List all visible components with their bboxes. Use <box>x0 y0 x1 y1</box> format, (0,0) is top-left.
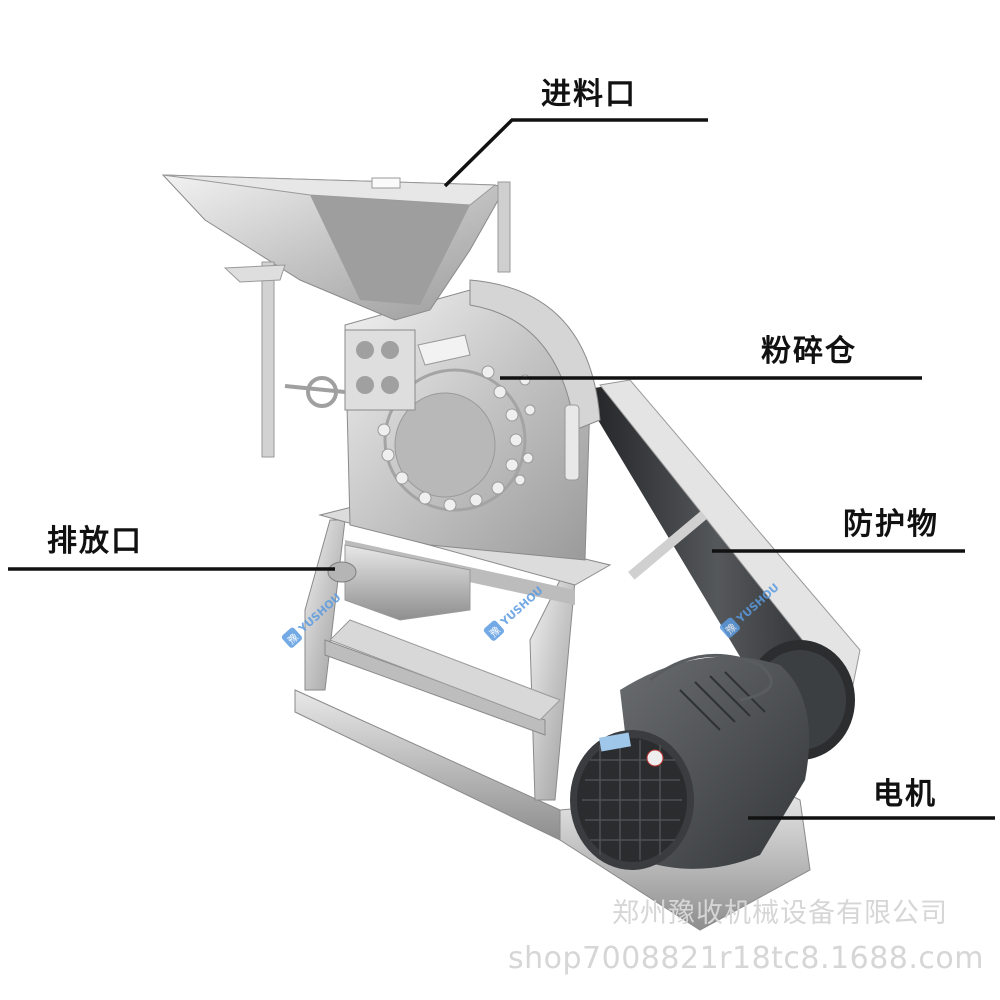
hopper <box>161 174 511 458</box>
discharge-pipe <box>327 561 357 583</box>
callout-discharge-outlet-label: 排放口 <box>47 524 143 559</box>
watermark-shop-url: shop7008821r18tc8.1688.com <box>508 941 984 976</box>
watermark-company-name: 郑州豫收机械设备有限公司 <box>612 898 948 929</box>
callout-guard-label: 防护物 <box>843 507 939 542</box>
grinding-chamber-body <box>284 279 601 561</box>
callout-feed-inlet-label: 进料口 <box>541 77 637 112</box>
callout-motor-label: 电机 <box>873 777 937 812</box>
callout-grinding-chamber-label: 粉碎仓 <box>761 334 857 369</box>
leader-lines <box>8 118 995 820</box>
leader-feed-inlet <box>443 118 708 188</box>
motor-body <box>570 653 810 870</box>
